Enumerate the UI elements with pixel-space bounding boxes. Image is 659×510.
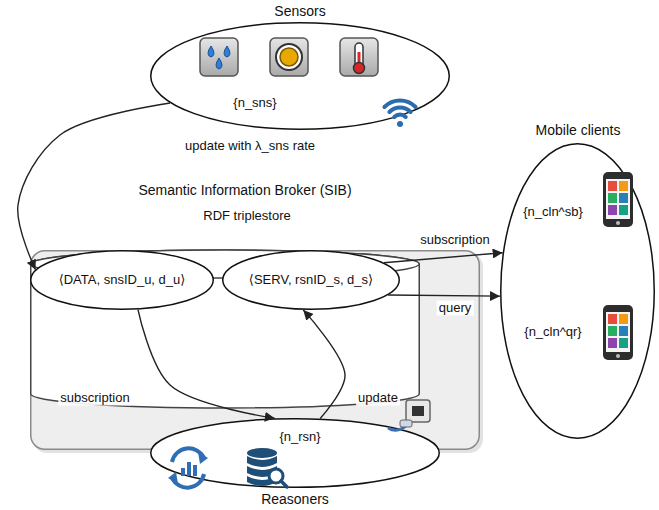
triplestore-cylinder: ⟨DATA, snsID_u, d_u⟩ ⟨SERV, rsnID_s, d_s⟩… [52,202,442,360]
edge-label: query [437,301,474,316]
group-title: Sensors [274,3,325,19]
node-label: ⟨DATA, snsID_u, d_u⟩ [59,273,186,288]
node-label: {n_cln^sb} [523,205,583,220]
node-label: {n_cln^qr} [524,325,581,340]
reasoner-group: {n_rsn}Reasoners [150,418,440,488]
edge-label: update [356,391,400,406]
edge-label: subscription [418,233,491,248]
node-label: {n_rsn} [279,430,320,445]
ellipse-outline [31,251,214,310]
data-triple: ⟨DATA, snsID_u, d_u⟩ [30,250,214,310]
edge-label: update with λ_sns rate [183,139,317,154]
sensor-group-outline [150,22,450,130]
broker-panel: ⟨DATA, snsID_u, d_u⟩ ⟨SERV, rsnID_s, d_s⟩… [22,178,472,378]
reasoner-group-outline [150,418,440,488]
ellipse-outline [151,419,440,488]
node-label: ⟨SERV, rsnID_s, d_s⟩ [249,273,373,288]
ellipse-outline [223,251,400,310]
group-title: Mobile clients [536,122,621,138]
ellipse-outline [151,23,450,130]
service-triple: ⟨SERV, rsnID_s, d_s⟩ [222,250,400,310]
node-label: {n_sns} [233,96,276,111]
client-group-outline [500,143,655,439]
sensor-group: Sensors{n_sns} [150,22,450,130]
cylinder-body [31,250,420,408]
client-group: Mobile clients{n_cln^sb}{n_cln^qr} [500,143,655,439]
edge-label: subscription [58,391,131,406]
node-label: RDF triplestore [203,209,290,224]
node-label: Semantic Information Broker (SIB) [138,182,351,198]
ellipse-outline [501,144,655,439]
group-title: Reasoners [261,491,329,507]
